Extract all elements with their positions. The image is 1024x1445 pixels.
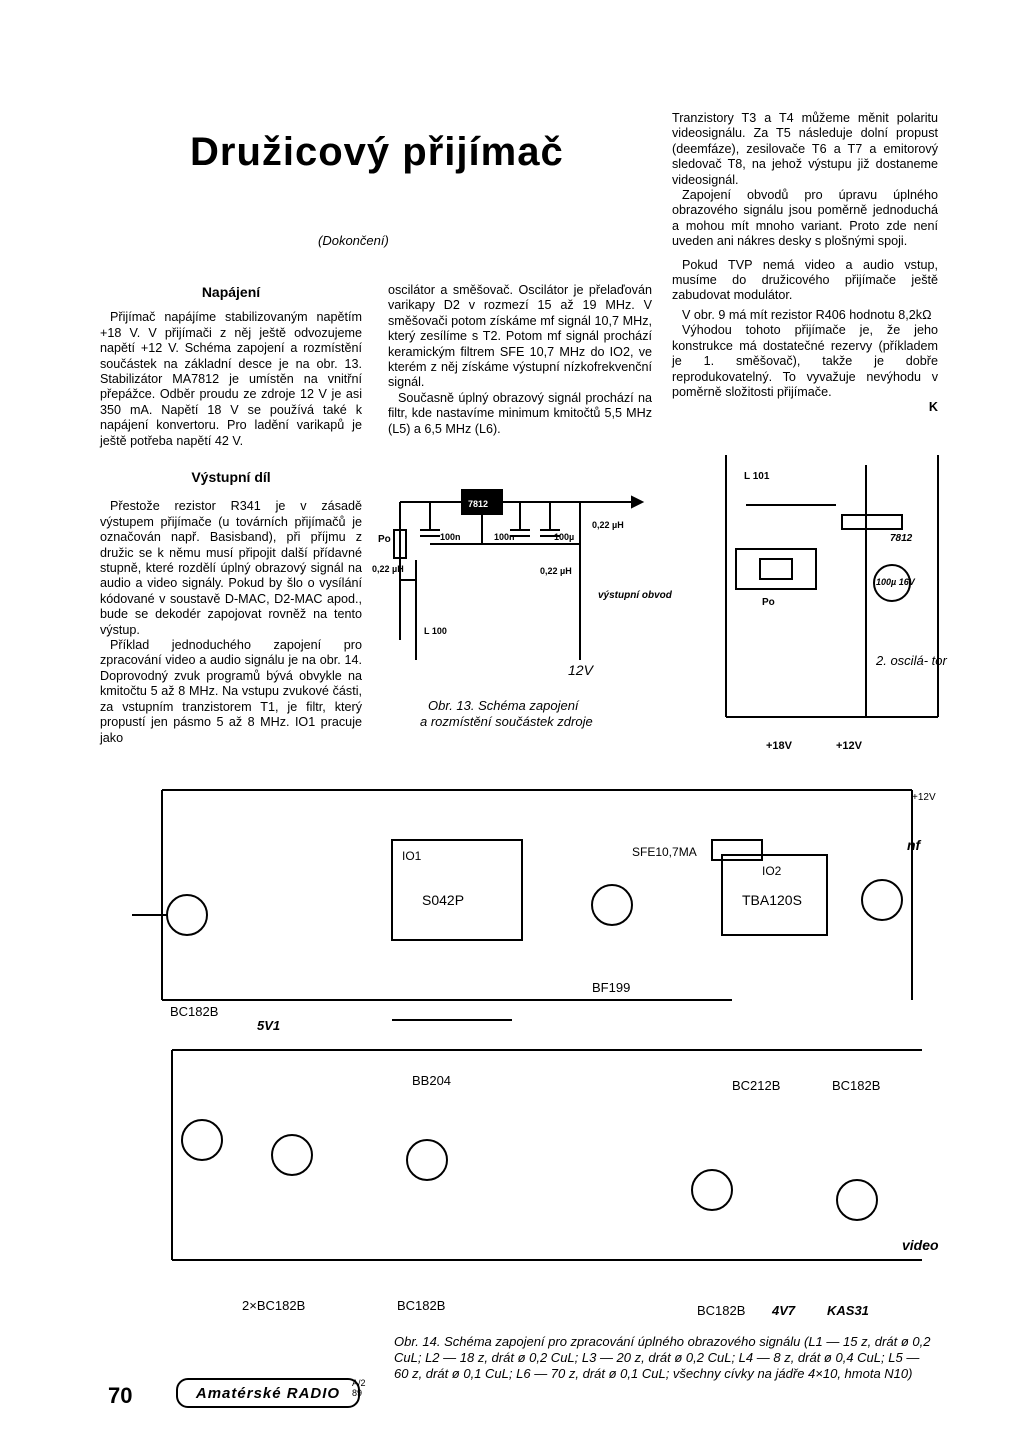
- magazine-name: Amatérské RADIO: [195, 1384, 341, 1402]
- output-label: výstupní obvod: [598, 590, 673, 601]
- transistor-type: BC182B: [697, 1303, 745, 1318]
- ic1-type: S042P: [422, 892, 464, 908]
- ic2-label: IO2: [762, 864, 782, 878]
- page-number: 70: [108, 1383, 133, 1408]
- voltage-label: +12V: [836, 740, 863, 752]
- regulator-label: 7812: [890, 533, 913, 544]
- fig13-caption-line1: Obr. 13. Schéma zapojení: [428, 698, 579, 713]
- ic2-type: TBA120S: [742, 892, 802, 908]
- paragraph: Tranzistory T3 a T4 můžeme měnit polarit…: [672, 111, 938, 187]
- transistor-type: BC182B: [397, 1298, 445, 1313]
- inductor-label: 0,22 µH: [372, 564, 404, 574]
- oscillator-label: 2. oscilá- tor: [875, 653, 947, 668]
- zener-type: 5V1: [257, 1018, 280, 1033]
- transistor-type: 2×BC182B: [242, 1298, 305, 1313]
- fig13-caption-line2: a rozmístění součástek zdroje: [420, 714, 593, 729]
- ic1-label: IO1: [402, 849, 422, 863]
- subtitle: (Dokončení): [318, 233, 389, 248]
- fig14-caption: Obr. 14. Schéma zapojení pro zpracování …: [394, 1334, 931, 1381]
- column-3: Tranzistory T3 a T4 můžeme měnit polarit…: [672, 111, 938, 416]
- page-title: Družicový přijímač: [190, 130, 564, 174]
- choke-label: L 100: [424, 626, 447, 636]
- column-2: oscilátor a směšovač. Oscilátor je přela…: [388, 283, 652, 437]
- fuse-label: Po: [762, 597, 775, 608]
- inductor-label: 0,22 µH: [540, 566, 572, 576]
- voltage-label: 12V: [568, 662, 595, 678]
- varicap-type: BB204: [412, 1073, 451, 1088]
- transistor-type: BF199: [592, 980, 630, 995]
- regulator-label: 7812: [468, 499, 488, 509]
- paragraph: Přestože rezistor R341 je v zásadě výstu…: [100, 499, 362, 637]
- transistor-type: BC212B: [732, 1078, 780, 1093]
- inductor-label: L 101: [744, 471, 770, 482]
- fig14-schematic: IO1 S042P IO2 TBA120S SFE10,7MA BC182B B…: [132, 789, 939, 1318]
- diode-type: KAS31: [827, 1303, 869, 1318]
- zener-type: 4V7: [771, 1303, 796, 1318]
- fig13-layout: L 101 7812 100µ 16V Po 2. oscilá- tor +1…: [725, 455, 947, 752]
- section-heading: Výstupní díl: [191, 469, 271, 485]
- transistor-type: BC182B: [170, 1004, 218, 1019]
- section-vystupni-dil: Výstupní díl Přestože rezistor R341 je v…: [100, 469, 362, 746]
- section-napajeni: Napájení Přijímač napájíme stabilizovaný…: [100, 284, 362, 449]
- paragraph: Zapojení obvodů pro úpravu úplného obraz…: [672, 188, 938, 249]
- magazine-logo: Amatérské RADIO: [176, 1378, 360, 1408]
- paragraph: Výhodou tohoto přijímače je, že jeho kon…: [672, 323, 938, 399]
- paragraph: V obr. 9 má mít rezistor R406 hodnotu 8,…: [682, 307, 932, 322]
- transistor-type: BC182B: [832, 1078, 880, 1093]
- fuse-label: Po: [378, 534, 391, 545]
- filter-label: SFE10,7MA: [632, 845, 697, 859]
- cap-label: 100n: [440, 532, 461, 542]
- voltage-label: +12V: [912, 792, 936, 803]
- fig13-schematic: 7812 Po 100n 100n 100µ 0,22 µH 0,22 µH 0…: [372, 489, 673, 678]
- cap-label: 100µ 16V: [876, 577, 916, 587]
- paragraph: Přijímač napájíme stabilizovaným napětím…: [100, 310, 362, 448]
- paragraph: Příklad jednoduchého zapojení pro zpraco…: [100, 638, 362, 745]
- cap-label: 100µ: [554, 532, 574, 542]
- inductor-label: 0,22 µH: [592, 520, 624, 530]
- paragraph: Pokud TVP nemá video a audio vstup, musí…: [672, 257, 938, 303]
- paragraph: Současně úplný obrazový signál prochází …: [388, 390, 652, 436]
- author-signature: K: [928, 400, 938, 415]
- voltage-label: +18V: [766, 740, 793, 752]
- issue-number: A/2 89: [352, 1378, 366, 1398]
- section-heading: Napájení: [201, 284, 261, 300]
- paragraph: oscilátor a směšovač. Oscilátor je přela…: [388, 283, 652, 390]
- video-output-label: video: [902, 1237, 939, 1253]
- cap-label: 100n: [494, 532, 515, 542]
- nf-output-label: nf: [907, 837, 922, 853]
